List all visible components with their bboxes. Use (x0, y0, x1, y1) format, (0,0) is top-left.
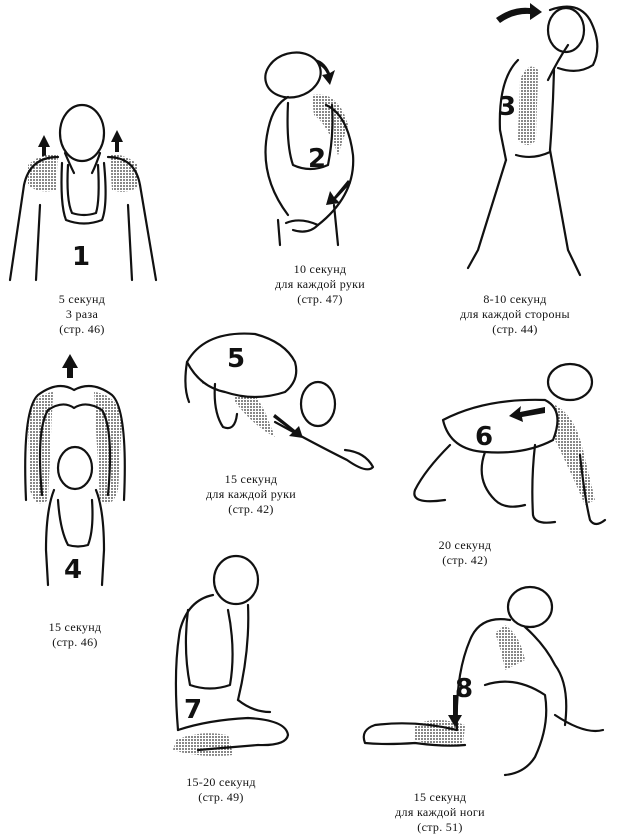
exercise-5-number: 5 (227, 344, 245, 374)
exercise-4-caption: 15 секунд (стр. 46) (48, 620, 102, 649)
exercise-6-caption: 20 секунд (стр. 42) (438, 538, 492, 567)
exercise-3-caption: 8-10 секунд для каждой стороны (стр. 44) (460, 292, 570, 336)
arrow-icon (509, 406, 545, 422)
exercise-2-caption: 10 секунд для каждой руки (стр. 47) (275, 262, 365, 306)
exercise-2-number: 2 (308, 144, 326, 174)
exercise-1-caption: 5 секунд 3 раза (стр. 46) (58, 292, 106, 336)
exercise-1-figure: 1 (0, 95, 165, 285)
exercise-6-figure: 6 (405, 360, 610, 530)
curved-arrow-icon (308, 58, 335, 85)
exercise-5-caption: 15 секунд для каждой руки (стр. 42) (206, 472, 296, 516)
arrow-up-icon (38, 135, 50, 157)
arrow-icon (273, 414, 303, 438)
arrow-up-icon (111, 130, 123, 152)
exercise-6-number: 6 (475, 422, 493, 452)
exercise-2-figure: 2 (238, 45, 373, 255)
exercise-1-number: 1 (72, 242, 90, 272)
arrow-icon (326, 180, 351, 205)
exercise-3-figure: 3 (458, 0, 618, 280)
exercise-5-figure: 5 (175, 322, 375, 477)
exercise-7-caption: 15-20 секунд (стр. 49) (186, 775, 256, 804)
exercise-7-number: 7 (184, 695, 202, 725)
curved-arrow-icon (496, 3, 542, 23)
exercise-7-figure: 7 (158, 550, 298, 760)
exercise-8-number: 8 (455, 674, 473, 704)
exercise-8-figure: 8 (355, 585, 610, 780)
exercise-3-number: 3 (498, 92, 516, 122)
exercise-4-number: 4 (64, 555, 82, 585)
exercise-8-caption: 15 секунд для каждой ноги (стр. 51) (395, 790, 485, 834)
arrow-icon (448, 695, 462, 727)
arrow-up-icon (62, 354, 78, 378)
exercise-4-figure: 4 (18, 350, 133, 590)
